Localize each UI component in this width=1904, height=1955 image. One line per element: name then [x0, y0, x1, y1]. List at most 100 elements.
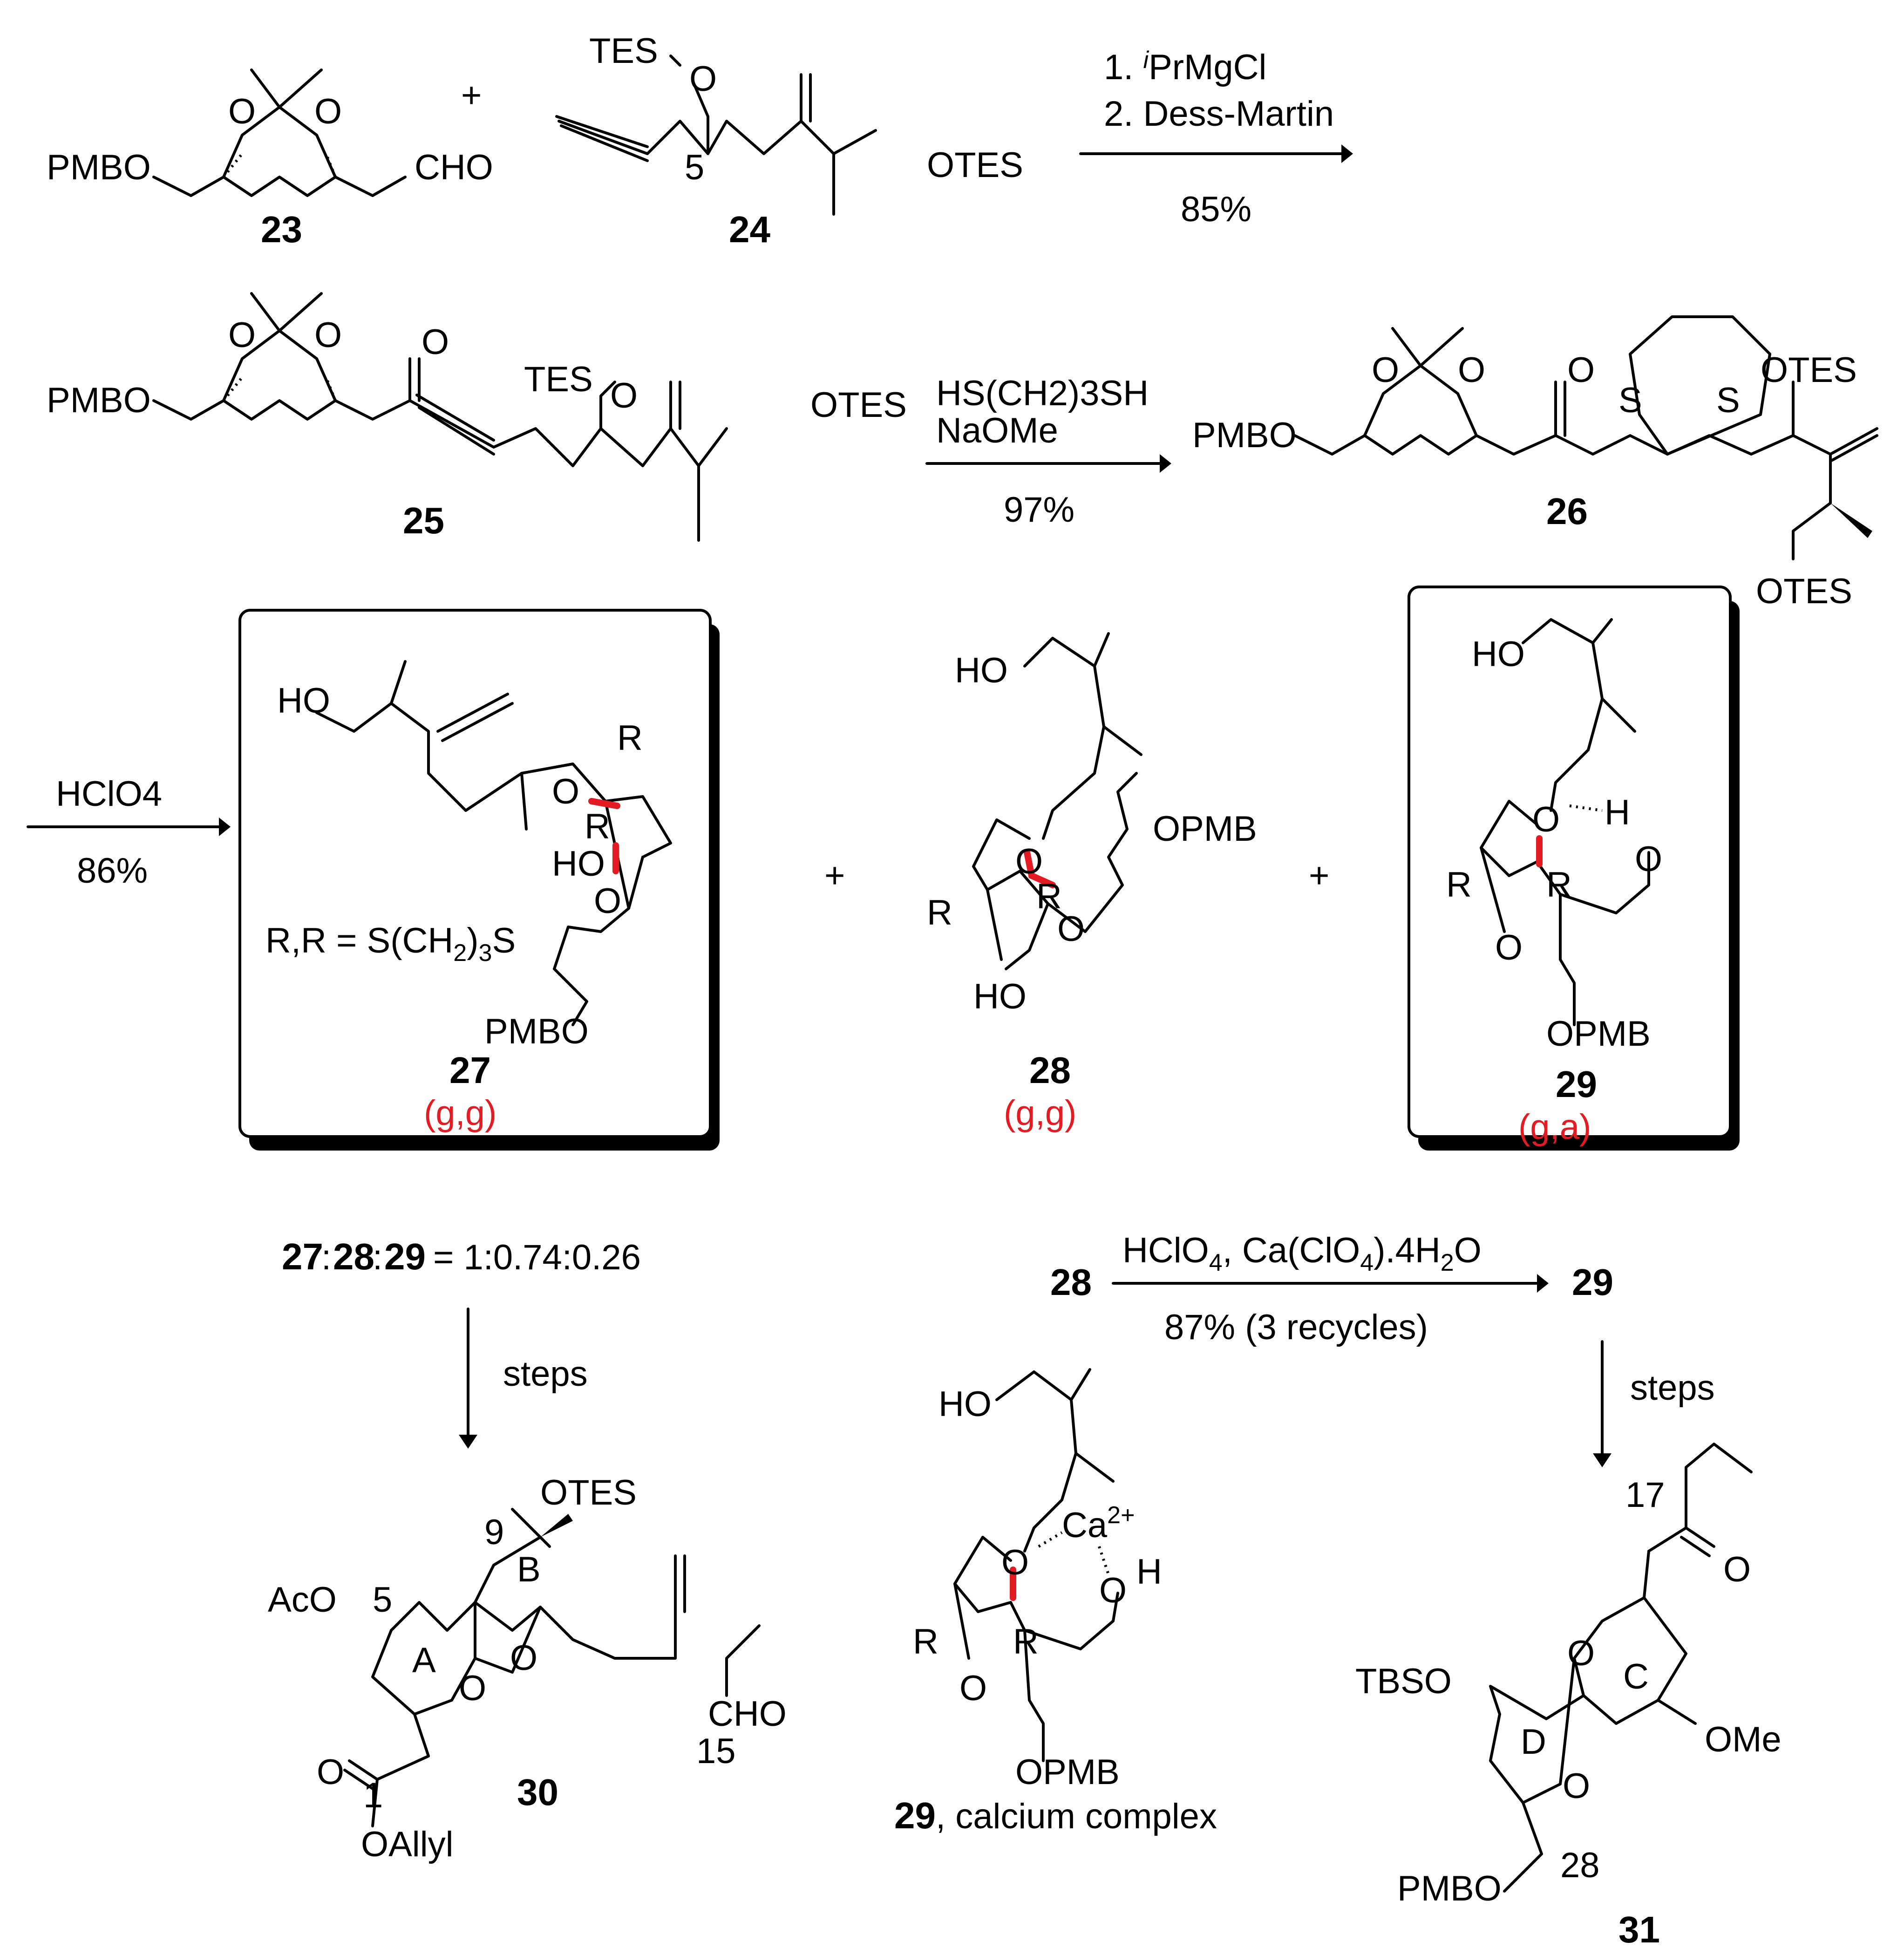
o-label: O — [552, 772, 579, 811]
o-label: O — [1057, 909, 1085, 949]
o-label: O — [1635, 839, 1662, 879]
otes-label: OTES — [540, 1473, 637, 1512]
calcium-complex-caption: 29, calcium complex — [894, 1795, 1217, 1836]
compound-24-structure: TES O 5 OTES 24 — [555, 31, 1023, 250]
o-label: O — [459, 1669, 486, 1708]
r-label: R — [585, 807, 610, 846]
locant-1: 1 — [363, 1776, 383, 1815]
conformation-27: (g,g) — [424, 1093, 496, 1133]
cho-label: CHO — [415, 148, 493, 187]
o-label: O — [959, 1669, 987, 1708]
o-label: O — [689, 59, 717, 99]
oallyl-label: OAllyl — [361, 1825, 453, 1864]
o-label: O — [594, 881, 621, 921]
end-compound-29: 29 — [1572, 1261, 1613, 1303]
ome-label: OMe — [1705, 1720, 1782, 1759]
compound-number-29: 29 — [1556, 1063, 1597, 1105]
reaction-arrow-1: 1. iPrMgCl 2. Dess-Martin 85% — [1079, 47, 1353, 229]
locant-5: 5 — [373, 1580, 392, 1620]
yield-4: 87% (3 recycles) — [1164, 1308, 1428, 1347]
ho-label: HO — [973, 977, 1027, 1016]
compound-number-28: 28 — [1029, 1049, 1071, 1091]
compound-30-structure: OTES 9 B AcO 5 A O O CHO 15 O 1 OAllyl 3… — [268, 1473, 787, 1864]
pmbo-label: PMBO — [1192, 416, 1297, 455]
calcium-complex-structure: HO Ca2+ O O H R R O OPMB 29, calcium com… — [894, 1368, 1217, 1836]
yield-2: 97% — [1004, 490, 1074, 530]
opmb-label: OPMB — [1546, 1014, 1651, 1054]
locant-28: 28 — [1560, 1846, 1600, 1885]
reagent: HClO4, Ca(ClO4).4H2O — [1122, 1231, 1482, 1276]
reagent: HClO4 — [56, 774, 162, 814]
ratio-colon: : — [321, 1238, 331, 1277]
conformation-28: (g,g) — [1004, 1093, 1076, 1133]
locant-9: 9 — [484, 1512, 504, 1552]
ho-label: HO — [955, 651, 1008, 690]
o-label: O — [1723, 1550, 1751, 1589]
reaction-arrow-3: HClO4 86% — [27, 774, 231, 891]
o-label: O — [1532, 800, 1560, 839]
compound-number-27: 27 — [449, 1049, 491, 1091]
ring-b-label: B — [517, 1550, 541, 1589]
steps-label: steps — [503, 1354, 588, 1394]
locant-15: 15 — [696, 1731, 736, 1771]
start-compound-28: 28 — [1050, 1261, 1092, 1303]
reagent-2: NaOMe — [936, 411, 1058, 450]
plus-sign: + — [461, 75, 482, 115]
o-label: O — [314, 92, 342, 131]
o-label: O — [314, 315, 342, 355]
yield-3: 86% — [77, 851, 148, 891]
r-label: R — [927, 893, 952, 933]
o-label: O — [1372, 350, 1399, 390]
ho-label: HO — [938, 1384, 992, 1424]
r-label: R — [617, 718, 643, 758]
ratio-value: = 1:0.74:0.26 — [433, 1238, 641, 1277]
o-label: O — [317, 1752, 344, 1792]
s-label: S — [1716, 381, 1740, 420]
locant-17: 17 — [1625, 1475, 1665, 1515]
tbso-label: TBSO — [1355, 1662, 1452, 1701]
compound-28-structure: HO OPMB O R R O HO 28 (g,g) — [927, 632, 1257, 1133]
compound-23-structure: PMBO O O CHO 23 — [47, 68, 493, 250]
pmbo-label: PMBO — [47, 148, 151, 187]
otes-label: OTES — [1761, 350, 1857, 390]
ho-label: HO — [552, 844, 605, 884]
compound-number-25: 25 — [403, 500, 444, 541]
h-label: H — [1605, 793, 1630, 832]
compound-number-24: 24 — [729, 209, 770, 250]
ratio-colon: : — [373, 1238, 382, 1277]
ring-a-label: A — [412, 1641, 436, 1680]
ratio-compound-28: 28 — [333, 1236, 374, 1277]
r-label: R — [1013, 1622, 1039, 1662]
o-label: O — [1001, 1543, 1029, 1582]
compound-number-26: 26 — [1546, 490, 1588, 532]
ratio-compound-27: 27 — [282, 1236, 323, 1277]
reaction-arrow-4: 28 HClO4, Ca(ClO4).4H2O 87% (3 recycles)… — [1050, 1231, 1613, 1347]
otes-label: OTES — [1756, 572, 1852, 611]
yield-1: 85% — [1181, 190, 1251, 229]
opmb-label: OPMB — [1153, 809, 1257, 849]
otes-label: OTES — [810, 385, 907, 425]
ho-label: HO — [277, 681, 330, 721]
compound-29-box: HO O H O R R O OPMB 29 (g,a) — [1408, 586, 1740, 1151]
o-label: O — [610, 376, 638, 416]
o-label: O — [1015, 842, 1043, 881]
o-label: O — [228, 92, 256, 131]
tes-label: TES — [524, 360, 593, 399]
locant-5: 5 — [685, 148, 704, 187]
r-label: R — [913, 1622, 938, 1662]
compound-25-structure: PMBO O O O TES O OTES 25 — [47, 292, 907, 542]
reaction-arrow-2: HS(CH2)3SH NaOMe 97% — [925, 374, 1171, 530]
compound-31-structure: 17 O O C TBSO D OMe O 28 PMBO 31 — [1355, 1443, 1782, 1950]
o-label: O — [1458, 350, 1485, 390]
rr-definition: R,R = S(CH2)3S — [265, 921, 516, 967]
s-label: S — [1618, 381, 1642, 420]
compound-27-box: HO R O R HO O R,R = S(CH2)3S PMBO 27 (g,… — [238, 609, 720, 1151]
pmbo-label: PMBO — [1397, 1869, 1502, 1908]
calcium-ion: Ca2+ — [1062, 1502, 1135, 1545]
pmbo-label: PMBO — [47, 381, 151, 420]
o-label: O — [510, 1638, 537, 1678]
r-label: R — [1036, 877, 1062, 916]
o-label: O — [1567, 1634, 1595, 1673]
compound-number-31: 31 — [1618, 1909, 1660, 1950]
ratio-compound-29: 29 — [384, 1236, 426, 1277]
